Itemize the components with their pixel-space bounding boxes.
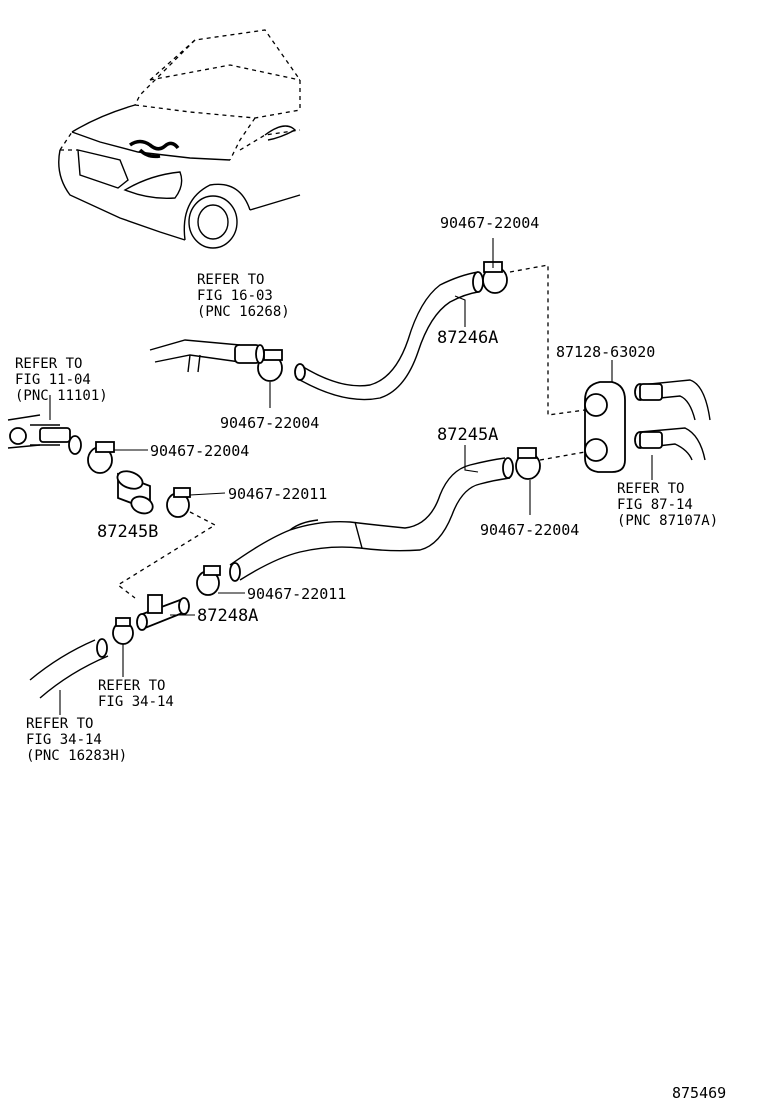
label-clamp-left: 90467-22004 [150,442,249,460]
label-refer-fig34a-line2: FIG 34-14 [98,694,174,710]
label-refer-fig34b-line2: FIG 34-14 [26,732,102,748]
label-valve-plate: 87128-63020 [556,343,655,361]
label-tee-87248a: 87248A [197,606,258,626]
diagram-number: 875469 [672,1084,726,1102]
label-refer-fig87-line1: REFER TO [617,481,684,497]
label-clamp-small-2: 90467-22011 [247,585,346,603]
tee-joint [136,594,190,631]
dash-line-left [116,511,217,599]
clamp-mid-upper [257,349,283,382]
pipe-fig16 [149,339,265,373]
dash-line-lower [539,451,586,461]
valve-plate [584,379,711,473]
label-refer-fig34b-line3: (PNC 16283H) [26,748,127,764]
vehicle-location-sketch [58,29,301,249]
label-refer-fig34b-line1: REFER TO [26,716,93,732]
label-hose-87245a: 87245A [437,425,498,445]
label-refer-fig16-line3: (PNC 16268) [197,304,290,320]
clamp-small-2 [196,565,221,596]
label-hose-87245b: 87245B [97,522,158,542]
label-clamp-small-1: 90467-22011 [228,485,327,503]
label-clamp-right: 90467-22004 [480,521,579,539]
label-refer-fig16-line2: FIG 16-03 [197,288,273,304]
label-hose-87246a: 87246A [437,328,498,348]
label-clamp-mid-upper: 90467-22004 [220,414,319,432]
label-clamp-top: 90467-22004 [440,214,539,232]
leader-lines [49,238,653,715]
clamp-top [482,261,508,294]
pipe-fig11 [7,414,82,455]
clamp-left [87,441,115,474]
clamp-lower-left [112,617,134,645]
label-refer-fig11-line3: (PNC 11101) [15,388,108,404]
clamp-right [515,447,541,480]
hose-87245a [229,457,514,582]
label-refer-fig11-line2: FIG 11-04 [15,372,91,388]
hose-fig34 [29,638,109,699]
label-refer-fig16-line1: REFER TO [197,272,264,288]
label-refer-fig34a-line1: REFER TO [98,678,165,694]
clamp-small-1 [166,487,191,518]
label-refer-fig87-line3: (PNC 87107A) [617,513,718,529]
dash-line-upper [509,264,586,416]
hose-87246a [294,271,484,401]
label-refer-fig87-line2: FIG 87-14 [617,497,693,513]
hose-87245b [116,470,154,515]
label-refer-fig11-line1: REFER TO [15,356,82,372]
